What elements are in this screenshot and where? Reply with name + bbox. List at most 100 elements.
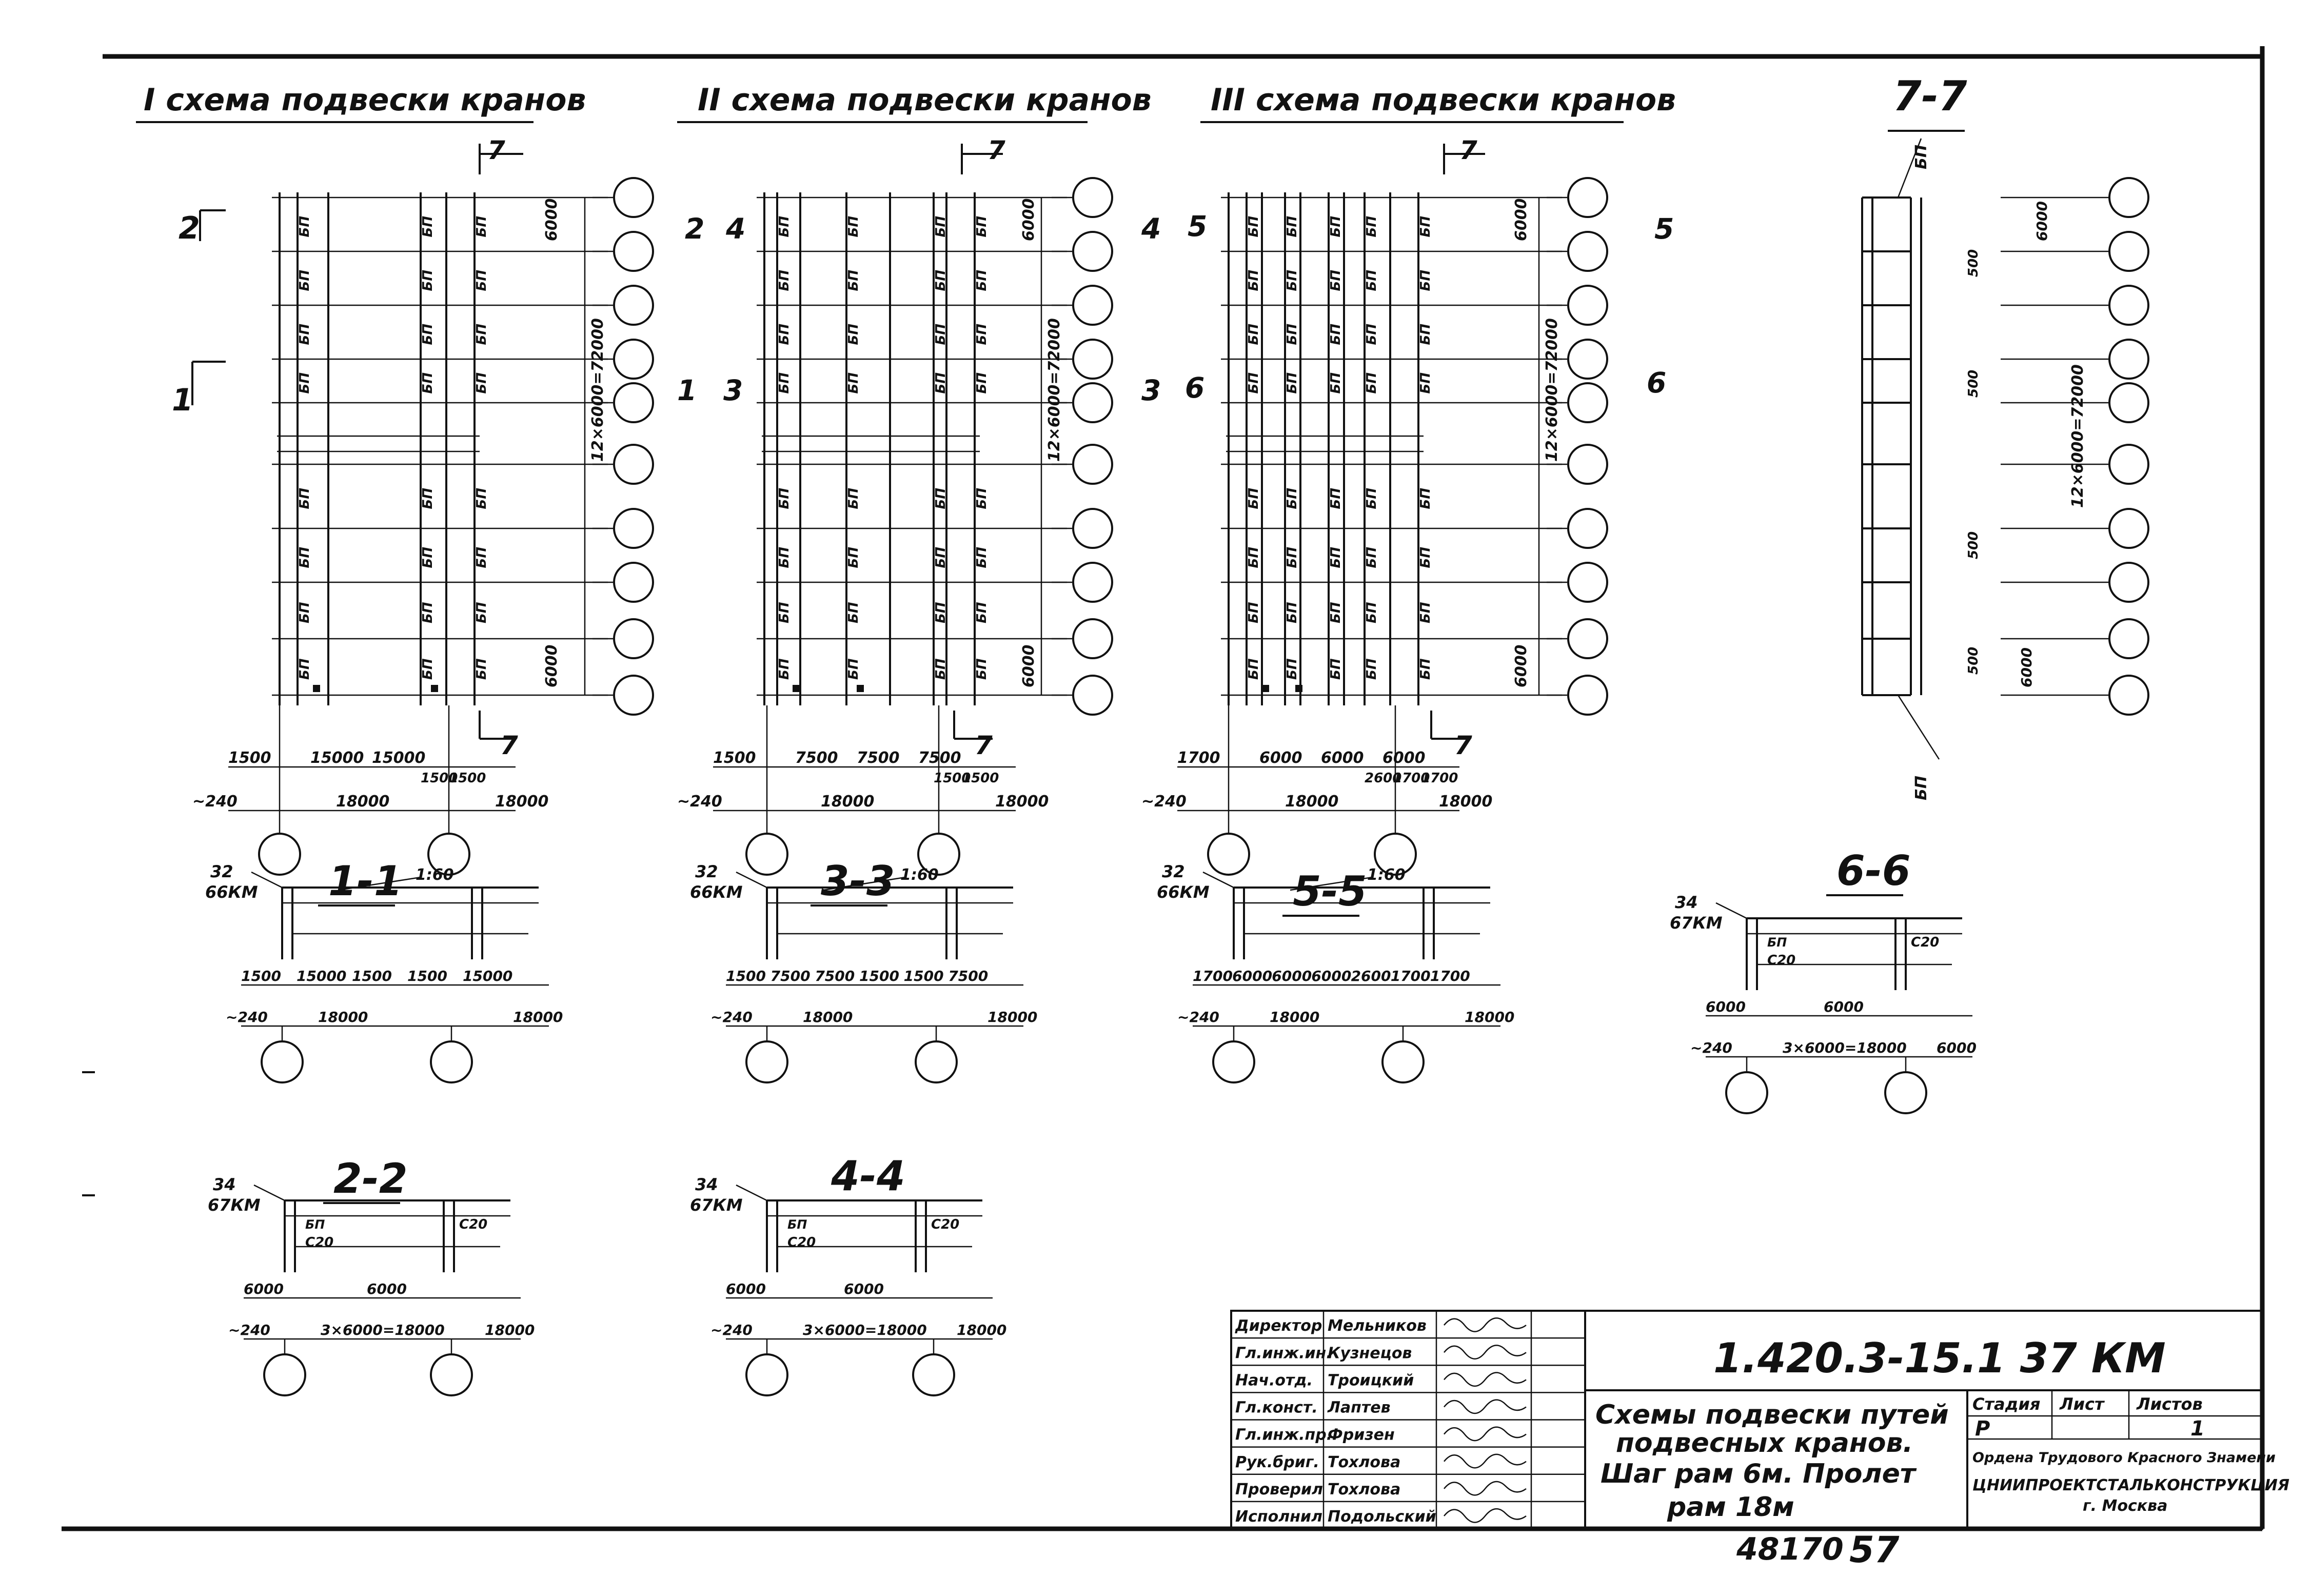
dimension-value: 18000 bbox=[987, 1009, 1037, 1026]
beam-label: БП bbox=[1328, 488, 1344, 509]
beam-label: БП bbox=[974, 488, 990, 509]
beam-label: БП bbox=[1285, 372, 1300, 394]
span-dimension: 7500 bbox=[795, 749, 838, 767]
beam-label: БП bbox=[474, 488, 489, 509]
axis-bubble bbox=[613, 285, 654, 326]
axis-bubble bbox=[2108, 618, 2149, 659]
tb-role: Гл.конст. bbox=[1235, 1399, 1318, 1417]
tb-name: Лаптев bbox=[1327, 1399, 1391, 1417]
dimension-value: ~240 bbox=[228, 1322, 270, 1338]
beam-label: БП bbox=[420, 372, 436, 394]
axis-bubble bbox=[1567, 285, 1608, 326]
beam-label: БП bbox=[420, 488, 436, 509]
dimension-value: 7500 bbox=[815, 968, 855, 984]
signature bbox=[1444, 1372, 1527, 1387]
tb-name: Тохлова bbox=[1328, 1453, 1400, 1471]
span-dimension: 18000 bbox=[336, 793, 389, 811]
dimension-value: 1700 bbox=[1193, 968, 1233, 984]
beam-label: БП bbox=[846, 372, 861, 394]
beam-label: БП bbox=[1364, 270, 1379, 291]
channel-label: С20 bbox=[305, 1235, 333, 1250]
axis-bubble bbox=[263, 1353, 306, 1396]
beam-label: БП bbox=[1418, 372, 1433, 394]
cut-mark-label: 4 bbox=[1141, 212, 1161, 245]
axis-bubble bbox=[1567, 382, 1608, 423]
beam-label: БП bbox=[974, 270, 990, 291]
cut-mark-label: 3 bbox=[1141, 374, 1161, 407]
beam-label: БП bbox=[777, 602, 792, 623]
beam-label: БП bbox=[1285, 488, 1300, 509]
org-line: Ордена Трудового Красного Знамени bbox=[1972, 1450, 2276, 1466]
sheets-header: Листов bbox=[2136, 1394, 2203, 1414]
axis-bubble bbox=[2108, 444, 2149, 485]
axis-bubble bbox=[1567, 339, 1608, 380]
column-dimension: 1500 bbox=[421, 771, 458, 786]
axis-bubble bbox=[2108, 675, 2149, 716]
dimension-value: 1500 bbox=[407, 968, 447, 984]
section-title: 2-2 bbox=[333, 1155, 408, 1203]
dimension: 500 bbox=[1966, 249, 1981, 277]
span-dimension: 18000 bbox=[1285, 793, 1338, 811]
column-dimension: 1500 bbox=[228, 749, 271, 767]
section-7-7-title: 7-7 bbox=[1893, 72, 1967, 120]
sheet-header: Лист bbox=[2059, 1394, 2105, 1414]
cut-mark-label: 1 bbox=[172, 382, 193, 418]
beam-label: БП bbox=[1418, 488, 1433, 509]
axis-bubble bbox=[1567, 675, 1608, 716]
tb-name: Троицкий bbox=[1328, 1371, 1414, 1389]
cut-mark-arrow bbox=[1443, 144, 1485, 174]
axis-bubble bbox=[1072, 675, 1113, 716]
node-number: 32 bbox=[210, 862, 233, 881]
leader-line bbox=[253, 1184, 285, 1201]
beam-label: БП bbox=[1246, 216, 1261, 238]
offset-dimension: ~240 bbox=[1141, 793, 1187, 811]
beam-label: БП bbox=[297, 216, 312, 238]
beam-label: БП bbox=[846, 216, 861, 238]
beam-label: БП bbox=[297, 547, 312, 568]
span-dimension: 6000 bbox=[1382, 749, 1426, 767]
dimension-value: ~240 bbox=[1177, 1009, 1219, 1026]
beam-label: БП bbox=[474, 270, 489, 291]
beam-label: БП bbox=[474, 658, 489, 680]
stage-value: Р bbox=[1975, 1417, 1990, 1441]
span-dimension: 18000 bbox=[1439, 793, 1492, 811]
drawing-title-line: подвесных кранов. bbox=[1616, 1428, 1913, 1459]
axis-bubble bbox=[1567, 444, 1608, 485]
beam-label: БП bbox=[974, 547, 990, 568]
beam-label: БП bbox=[1328, 547, 1344, 568]
beam-label: БП bbox=[787, 1217, 807, 1232]
beam-label: БП bbox=[974, 216, 990, 238]
beam-label: БП bbox=[846, 324, 861, 345]
axis-bubble bbox=[745, 833, 788, 876]
span-dimension: 15000 bbox=[310, 749, 364, 767]
axis-bubble bbox=[1567, 562, 1608, 603]
axis-bubble bbox=[1072, 562, 1113, 603]
cut-mark-arrow bbox=[479, 711, 516, 740]
dimension-value: 1500 bbox=[352, 968, 392, 984]
signature bbox=[1444, 1345, 1527, 1359]
beam-label: БП bbox=[1285, 658, 1300, 680]
support-marker bbox=[857, 685, 864, 692]
beam-label: БП bbox=[846, 602, 861, 623]
beam-label: БП bbox=[297, 372, 312, 394]
beam-label: БП bbox=[1364, 488, 1379, 509]
beam-label: БП bbox=[1364, 547, 1379, 568]
column-dimension: 1700 bbox=[1393, 771, 1430, 786]
cut-mark-label: 2 bbox=[179, 210, 200, 246]
slope-label: 1:60 bbox=[416, 866, 454, 884]
dimension-value: ~240 bbox=[710, 1009, 753, 1026]
beam-label: БП bbox=[846, 547, 861, 568]
cut-mark-arrow bbox=[199, 209, 226, 241]
node-code: 67КМ bbox=[1670, 913, 1723, 933]
node-code: 67КМ bbox=[690, 1195, 743, 1215]
beam-label: БП bbox=[1285, 547, 1300, 568]
tb-role: Гл.инж.пр. bbox=[1235, 1426, 1332, 1444]
section-title: 6-6 bbox=[1836, 847, 1911, 895]
channel-label: С20 bbox=[459, 1217, 487, 1232]
cut-mark-arrow bbox=[961, 144, 1003, 174]
slope-line bbox=[1290, 876, 1373, 891]
channel-label: С20 bbox=[931, 1217, 959, 1232]
